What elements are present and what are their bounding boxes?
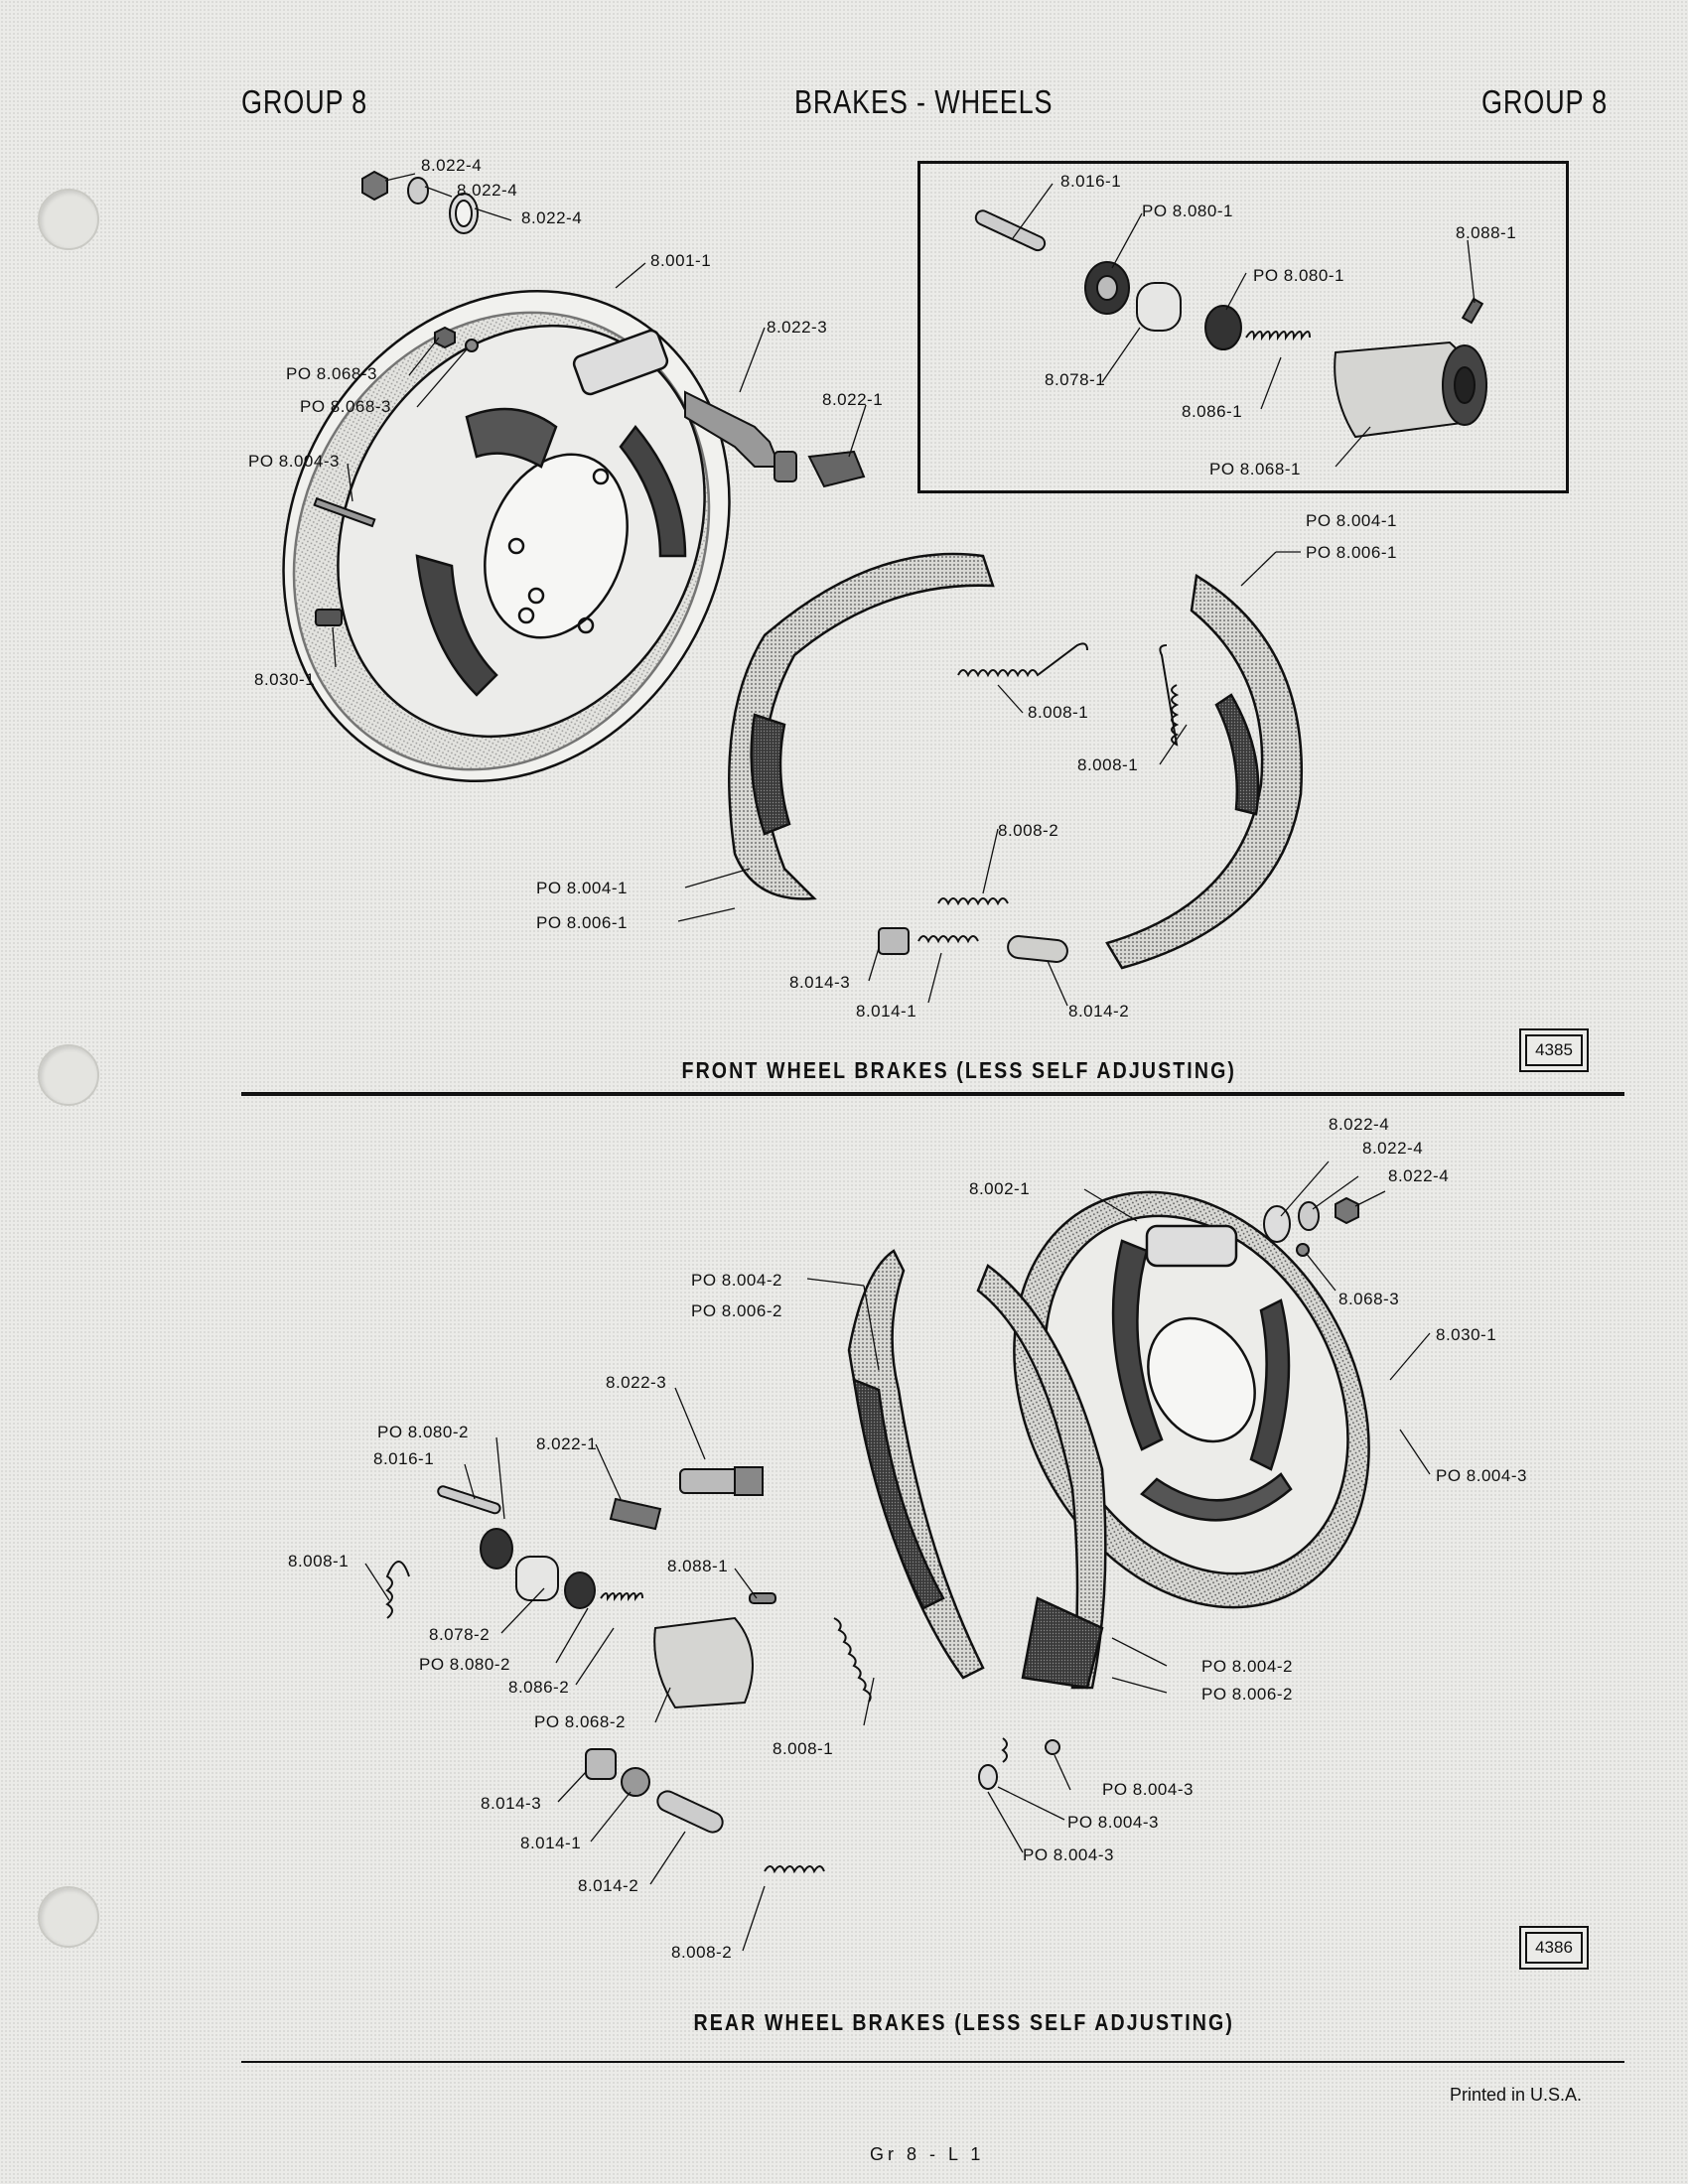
callout-rear-7: PO 8.004-2: [691, 1271, 782, 1290]
section-divider: [241, 1092, 1624, 1096]
callout-front-19: PO 8.006-1: [1306, 543, 1397, 562]
callout-front-23: PO 8.004-1: [536, 879, 628, 897]
wheel-cylinder-inset-box: [917, 161, 1569, 493]
callout-front-7: PO 8.004-3: [248, 452, 340, 471]
footer-rule: [241, 2061, 1624, 2063]
callout-front-21: 8.008-1: [1077, 755, 1138, 774]
printed-in-note: Printed in U.S.A.: [1450, 2085, 1583, 2105]
rear-callouts: 8.022-4 8.022-4 8.022-4 8.002-1 8.068-3 …: [288, 1115, 1527, 1962]
callout-rear-15: 8.088-1: [667, 1557, 728, 1575]
callout-rear-19: PO 8.068-2: [534, 1712, 626, 1731]
callout-front-24: PO 8.006-1: [536, 913, 628, 932]
callout-front-16: 8.086-1: [1182, 402, 1242, 421]
callout-rear-28: 8.014-2: [578, 1876, 638, 1895]
callout-front-4: 8.001-1: [650, 251, 711, 270]
callout-front-26: 8.014-1: [856, 1002, 916, 1021]
callout-front-13: 8.088-1: [1456, 223, 1516, 242]
punch-hole-bottom: [38, 1886, 99, 1948]
callout-rear-18: 8.086-2: [508, 1678, 569, 1697]
rear-caption: REAR WHEEL BRAKES (LESS SELF ADJUSTING): [693, 2009, 1235, 2035]
callout-rear-3: 8.022-4: [1388, 1166, 1449, 1185]
callout-front-10: 8.022-1: [822, 390, 883, 409]
callout-rear-25: PO 8.004-3: [1023, 1845, 1114, 1864]
callout-rear-6: 8.030-1: [1436, 1325, 1496, 1344]
callout-rear-29: 8.008-2: [671, 1943, 732, 1962]
rear-shoes: [847, 1249, 1107, 1690]
callout-rear-4: 8.002-1: [969, 1179, 1030, 1198]
punch-hole-top: [38, 189, 99, 250]
callout-front-12: PO 8.080-1: [1142, 202, 1233, 220]
front-caption: FRONT WHEEL BRAKES (LESS SELF ADJUSTING): [681, 1057, 1237, 1083]
callout-rear-1: 8.022-4: [1329, 1115, 1389, 1134]
callout-front-25: 8.014-3: [789, 973, 850, 992]
front-figure-number: 4385: [1519, 1028, 1589, 1072]
callout-front-11: 8.016-1: [1060, 172, 1121, 191]
front-shoe-right: [1105, 573, 1303, 970]
callout-rear-8: PO 8.006-2: [691, 1301, 782, 1320]
callout-front-22: 8.008-2: [998, 821, 1058, 840]
callout-rear-12: 8.022-1: [536, 1434, 597, 1453]
callout-rear-5: 8.068-3: [1338, 1290, 1399, 1308]
callout-front-18: PO 8.004-1: [1306, 511, 1397, 530]
rear-figure-number: 4386: [1519, 1926, 1589, 1970]
callout-front-3: 8.022-4: [521, 208, 582, 227]
callout-front-8: 8.030-1: [254, 670, 315, 689]
callout-rear-14: 8.008-1: [288, 1552, 349, 1570]
callout-rear-21: PO 8.006-2: [1201, 1685, 1293, 1704]
front-small-parts: [313, 170, 866, 626]
callout-rear-22: 8.008-1: [773, 1739, 833, 1758]
punch-hole-middle: [38, 1044, 99, 1106]
callout-front-9: 8.022-3: [767, 318, 827, 337]
callout-rear-24: PO 8.004-3: [1067, 1813, 1159, 1832]
front-wheel-cylinder-parts: [974, 209, 1487, 439]
callout-rear-27: 8.014-1: [520, 1834, 581, 1852]
callout-front-14: PO 8.080-1: [1253, 266, 1344, 285]
rear-small-parts: [385, 1196, 1359, 1874]
callout-rear-26: 8.014-3: [481, 1794, 541, 1813]
front-callouts: 8.022-4 8.022-4 8.022-4 8.001-1 PO 8.068…: [248, 156, 1516, 1021]
callout-front-17: PO 8.068-1: [1209, 460, 1301, 478]
callout-rear-16: 8.078-2: [429, 1625, 490, 1644]
callout-front-1: 8.022-4: [421, 156, 482, 175]
callout-front-2: 8.022-4: [457, 181, 517, 200]
page-number: Gr 8 - L 1: [870, 2144, 985, 2164]
callout-rear-23: PO 8.004-3: [1102, 1780, 1194, 1799]
callout-rear-11: 8.016-1: [373, 1449, 434, 1468]
callout-front-5: PO 8.068-3: [286, 364, 377, 383]
callout-rear-10: PO 8.080-2: [377, 1423, 469, 1441]
callout-front-6: PO 8.068-3: [300, 397, 391, 416]
leader-lines: [332, 173, 1476, 1952]
front-springs: [878, 642, 1180, 963]
front-shoe-left: [728, 552, 995, 900]
callout-rear-17: PO 8.080-2: [419, 1655, 510, 1674]
front-backing-plate: [282, 290, 731, 782]
header-group-left: GROUP 8: [241, 83, 368, 120]
callout-front-20: 8.008-1: [1028, 703, 1088, 722]
header-group-right: GROUP 8: [1481, 83, 1609, 120]
callout-rear-9: 8.022-3: [606, 1373, 666, 1392]
header-title: BRAKES - WHEELS: [794, 83, 1054, 120]
callout-front-15: 8.078-1: [1045, 370, 1105, 389]
callout-rear-13: PO 8.004-3: [1436, 1466, 1527, 1485]
callout-rear-2: 8.022-4: [1362, 1139, 1423, 1158]
callout-rear-20: PO 8.004-2: [1201, 1657, 1293, 1676]
callout-front-27: 8.014-2: [1068, 1002, 1129, 1021]
